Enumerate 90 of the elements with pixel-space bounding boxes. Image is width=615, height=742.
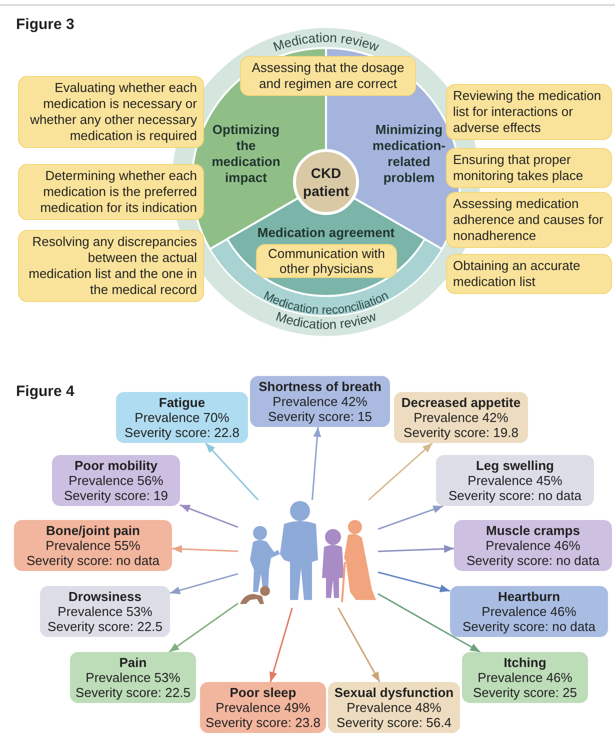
center-label: CKD patient xyxy=(302,164,350,200)
arrow xyxy=(312,426,322,500)
note-box xyxy=(18,76,204,148)
symptom-name: Muscle cramps xyxy=(485,523,581,538)
note-box xyxy=(446,192,612,248)
symptom-stat: Severity score: no data xyxy=(26,553,160,568)
symptom-name: Bone/joint pain xyxy=(45,523,141,538)
note-text: Determining whether each medication is the preferred medication for its indication xyxy=(39,168,197,216)
symptom-stat: Prevalence 46% xyxy=(480,604,578,619)
symptom-name: Poor sleep xyxy=(228,685,298,700)
symptom-stat: Prevalence 53% xyxy=(84,670,182,685)
arrow xyxy=(378,571,450,592)
note-text: Communication with other physicians xyxy=(266,246,386,276)
symptom-stat: Prevalence 70% xyxy=(134,410,230,425)
symptom-stat: Severity score: 22.5 xyxy=(46,619,164,634)
symptom-stat: Severity score: 15 xyxy=(266,409,374,424)
symptom-stat: Severity score: 22.8 xyxy=(124,425,240,440)
symptom-box xyxy=(328,682,460,733)
symptom-stat: Prevalence 55% xyxy=(44,538,142,553)
symptom-name: Poor mobility xyxy=(73,458,159,473)
sector-label: Minimizing medication-related problem xyxy=(372,122,446,186)
symptom-box xyxy=(462,652,588,703)
symptom-stat: Prevalence 48% xyxy=(346,700,442,715)
symptom-stat: Prevalence 46% xyxy=(484,538,582,553)
note-text: Resolving any discrepancies between the actual medication list and the one in the medical record xyxy=(28,234,197,298)
ring-label: Medication review xyxy=(271,30,381,54)
note-text: Evaluating whether each medication is necessary or whether any other necessary medication is required xyxy=(29,80,197,144)
symptom-name: Sexual dysfunction xyxy=(333,685,455,700)
symptom-name: Shortness of breath xyxy=(258,379,382,394)
note-text: Ensuring that proper monitoring takes place xyxy=(453,152,584,184)
symptom-box xyxy=(70,652,196,703)
note-box xyxy=(240,56,416,96)
symptom-stat: Prevalence 56% xyxy=(68,473,164,488)
arrow xyxy=(378,505,444,530)
note-box xyxy=(18,230,204,302)
symptom-stat: Severity score: no data xyxy=(448,488,582,503)
symptom-stat: Prevalence 45% xyxy=(466,473,564,488)
symptom-name: Pain xyxy=(118,655,148,670)
symptom-box xyxy=(454,520,612,571)
symptom-stat: Prevalence 46% xyxy=(476,670,574,685)
symptom-box xyxy=(14,520,172,571)
symptom-box xyxy=(116,392,248,443)
symptom-stat: Prevalence 49% xyxy=(214,700,312,715)
note-box xyxy=(446,148,612,188)
symptom-stat: Severity score: 22.5 xyxy=(74,685,192,700)
arrow xyxy=(170,573,238,594)
symptom-stat: Severity score: 25 xyxy=(472,685,578,700)
symptom-box xyxy=(394,392,528,443)
symptom-stat: Prevalence 42% xyxy=(412,410,510,425)
symptom-stat: Severity score: no data xyxy=(462,619,596,634)
symptom-stat: Severity score: 19 xyxy=(62,488,170,503)
symptom-name: Decreased appetite xyxy=(400,395,522,410)
symptom-box xyxy=(436,455,594,506)
figure-title: Figure 3 xyxy=(16,16,74,33)
symptom-name: Drowsiness xyxy=(68,589,142,604)
symptom-name: Itching xyxy=(502,655,548,670)
symptom-name: Fatigue xyxy=(158,395,206,410)
note-text: Obtaining an accurate medication list xyxy=(453,258,582,290)
arrow xyxy=(368,442,433,501)
note-box xyxy=(18,164,204,220)
symptom-stat: Severity score: 56.4 xyxy=(336,715,452,730)
symptom-stat: Prevalence 53% xyxy=(56,604,154,619)
sector-label: Optimizing the medication impact xyxy=(210,122,282,186)
symptom-stat: Prevalence 42% xyxy=(272,394,368,409)
symptom-box xyxy=(200,682,326,733)
symptom-box xyxy=(52,455,180,506)
arrow xyxy=(269,608,293,682)
arrow xyxy=(338,608,380,682)
arrow xyxy=(180,504,238,528)
note-box xyxy=(446,254,612,294)
sector-label: Medication agreement xyxy=(256,225,396,241)
arrow xyxy=(378,544,454,553)
note-box xyxy=(446,84,612,140)
symptom-stat: Severity score: no data xyxy=(466,553,600,568)
symptom-stat: Severity score: 23.8 xyxy=(204,715,322,730)
note-text: Assessing that the dosage and regimen are correct xyxy=(250,60,406,92)
symptom-name: Heartburn xyxy=(496,589,562,604)
note-box xyxy=(256,244,397,278)
symptom-stat: Severity score: 19.8 xyxy=(402,425,520,440)
symptom-name: Leg swelling xyxy=(474,458,555,473)
note-text: Reviewing the medication list for interactions or adverse effects xyxy=(453,88,602,136)
arrow xyxy=(172,545,238,554)
figure-title: Figure 4 xyxy=(16,383,74,400)
arrow xyxy=(378,593,481,653)
symptom-box xyxy=(40,586,170,637)
arrow xyxy=(204,442,259,500)
note-text: Assessing medication adherence and causes for nonadherence xyxy=(453,196,604,244)
arrow xyxy=(168,602,238,653)
symptom-box xyxy=(250,376,390,427)
symptom-box xyxy=(450,586,608,637)
